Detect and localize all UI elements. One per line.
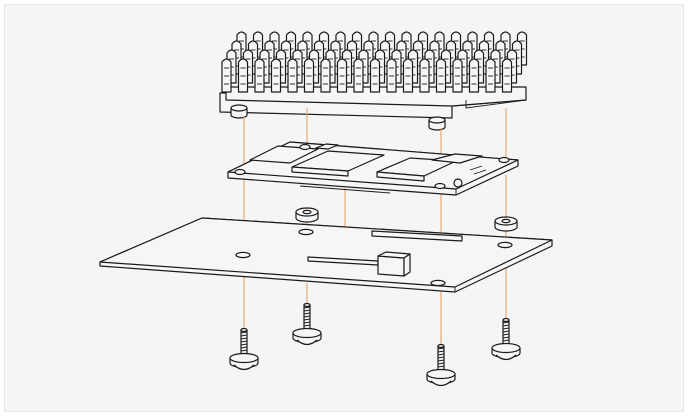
heatsink-fin	[371, 59, 380, 92]
standoff	[296, 208, 318, 222]
heatsink-fin	[470, 59, 479, 92]
heatsink-fin	[255, 59, 264, 92]
heatsink-fin	[387, 59, 396, 92]
heatsink-fin	[503, 59, 512, 92]
standoff	[495, 217, 517, 231]
heatsink-fin	[222, 59, 231, 92]
compute-module	[228, 142, 518, 195]
heatsink-fin	[338, 59, 347, 92]
heatsink-fin	[486, 59, 495, 92]
heatsink-fin	[305, 59, 314, 92]
heatsink-fin	[420, 59, 429, 92]
heatsink-fin	[288, 59, 297, 92]
heatsink-fin	[453, 59, 462, 92]
heatsink-fin	[354, 59, 363, 92]
carrier-board	[100, 218, 552, 292]
heatsink-fin	[272, 59, 281, 92]
screw	[293, 304, 321, 345]
heatsink-fin	[404, 59, 413, 92]
screw	[492, 319, 520, 360]
heatsink-fin	[321, 59, 330, 92]
heatsink-fin-array	[222, 32, 527, 92]
heatsink	[220, 32, 527, 130]
heatsink-fin	[437, 59, 446, 92]
heatsink-foot	[429, 117, 445, 130]
heatsink-fin	[239, 59, 248, 92]
screw	[230, 329, 258, 370]
screw	[427, 345, 455, 386]
heatsink-foot	[231, 105, 247, 118]
